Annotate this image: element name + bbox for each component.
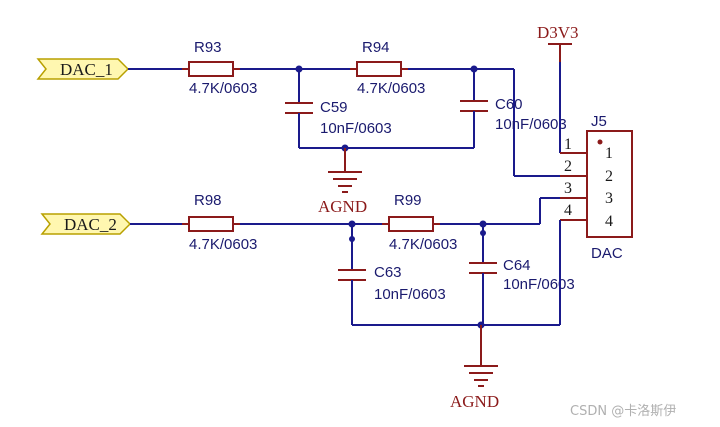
connector-j5-pin1-name: 1 [605, 145, 613, 162]
connector-j5-pin1-number: 1 [564, 136, 572, 153]
port-dac2-label: DAC_2 [64, 215, 117, 234]
capacitor-c60-value: 10nF/0603 [495, 116, 567, 133]
connector-j5-pin3-name: 3 [605, 190, 613, 207]
connector-j5-pin1-marker [597, 139, 603, 145]
resistor-r93-value: 4.7K/0603 [189, 80, 257, 97]
connector-j5-body [586, 130, 633, 238]
port-dac1 [36, 58, 130, 80]
resistor-r99-value: 4.7K/0603 [389, 236, 457, 253]
ground-bottom-label: AGND [450, 392, 499, 411]
capacitor-c63-ref: C63 [374, 264, 402, 281]
capacitor-c63-value: 10nF/0603 [374, 286, 446, 303]
resistor-r94 [356, 61, 402, 77]
capacitor-c59-ref: C59 [320, 99, 348, 116]
resistor-r99 [388, 216, 434, 232]
resistor-r93 [188, 61, 234, 77]
watermark-text: CSDN @卡洛斯伊 [570, 404, 676, 419]
capacitor-c64-ref: C64 [503, 257, 531, 274]
connector-j5-pin3-number: 3 [564, 180, 572, 197]
resistor-r94-ref: R94 [362, 39, 390, 56]
connector-j5-pin2-name: 2 [605, 168, 613, 185]
resistor-r98 [188, 216, 234, 232]
capacitor-c59-value: 10nF/0603 [320, 120, 392, 137]
connector-j5-ref: J5 [591, 113, 607, 130]
resistor-r98-value: 4.7K/0603 [189, 236, 257, 253]
resistor-r99-ref: R99 [394, 192, 422, 209]
capacitor-c64-value: 10nF/0603 [503, 276, 575, 293]
resistor-r98-ref: R98 [194, 192, 222, 209]
connector-j5-pin2-number: 2 [564, 158, 572, 175]
resistor-r93-ref: R93 [194, 39, 222, 56]
capacitor-c60-ref: C60 [495, 96, 523, 113]
connector-j5-pin4-number: 4 [564, 202, 572, 219]
port-dac2 [40, 213, 132, 235]
resistor-r94-value: 4.7K/0603 [357, 80, 425, 97]
connector-j5-name: DAC [591, 245, 623, 262]
power-d3v3-label: D3V3 [537, 23, 579, 42]
port-dac1-label: DAC_1 [60, 60, 113, 79]
ground-top-label: AGND [318, 197, 367, 216]
connector-j5-pin4-name: 4 [605, 213, 613, 230]
